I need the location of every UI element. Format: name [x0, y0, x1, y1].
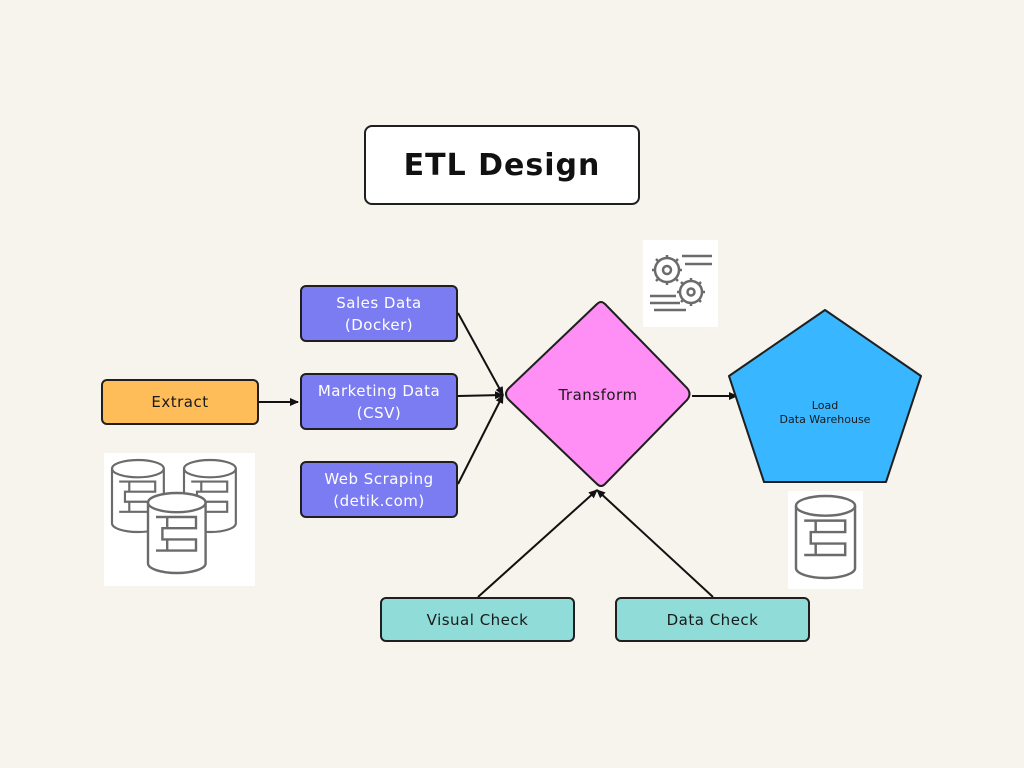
edge-web-transform [457, 394, 504, 485]
load-label-line2: Data Warehouse [780, 413, 871, 426]
load-node: Load Data Warehouse [728, 309, 922, 483]
extract-node: Extract [101, 379, 259, 425]
database-icon [788, 491, 863, 589]
database-cluster-icon [104, 453, 255, 586]
transform-label: Transform [557, 386, 637, 404]
web-scraping-sublabel: (detik.com) [333, 491, 425, 510]
web-scraping-label: Web Scraping [324, 469, 434, 488]
page-title: ETL Design [403, 147, 601, 183]
edge-sales-transform [457, 312, 504, 396]
title-box: ETL Design [364, 125, 640, 205]
marketing-data-label: Marketing Data [317, 381, 441, 400]
sales-data-sublabel: (Docker) [344, 315, 414, 334]
visual-check-node: Visual Check [380, 597, 575, 642]
sales-data-node: Sales Data (Docker) [300, 285, 458, 342]
edge-marketing-transform [457, 391, 504, 400]
transform-node: Transform [505, 301, 691, 487]
data-check-node: Data Check [615, 597, 810, 642]
web-scraping-node: Web Scraping (detik.com) [300, 461, 458, 518]
edge-visualcheck-transform [477, 489, 598, 598]
extract-label: Extract [151, 393, 209, 411]
edge-datacheck-transform [596, 489, 714, 598]
visual-check-label: Visual Check [426, 610, 529, 629]
load-label-line1: Load [812, 399, 838, 412]
marketing-data-sublabel: (CSV) [356, 403, 402, 422]
data-check-label: Data Check [666, 610, 759, 629]
gears-icon [643, 240, 718, 327]
sales-data-label: Sales Data [336, 293, 422, 312]
marketing-data-node: Marketing Data (CSV) [300, 373, 458, 430]
